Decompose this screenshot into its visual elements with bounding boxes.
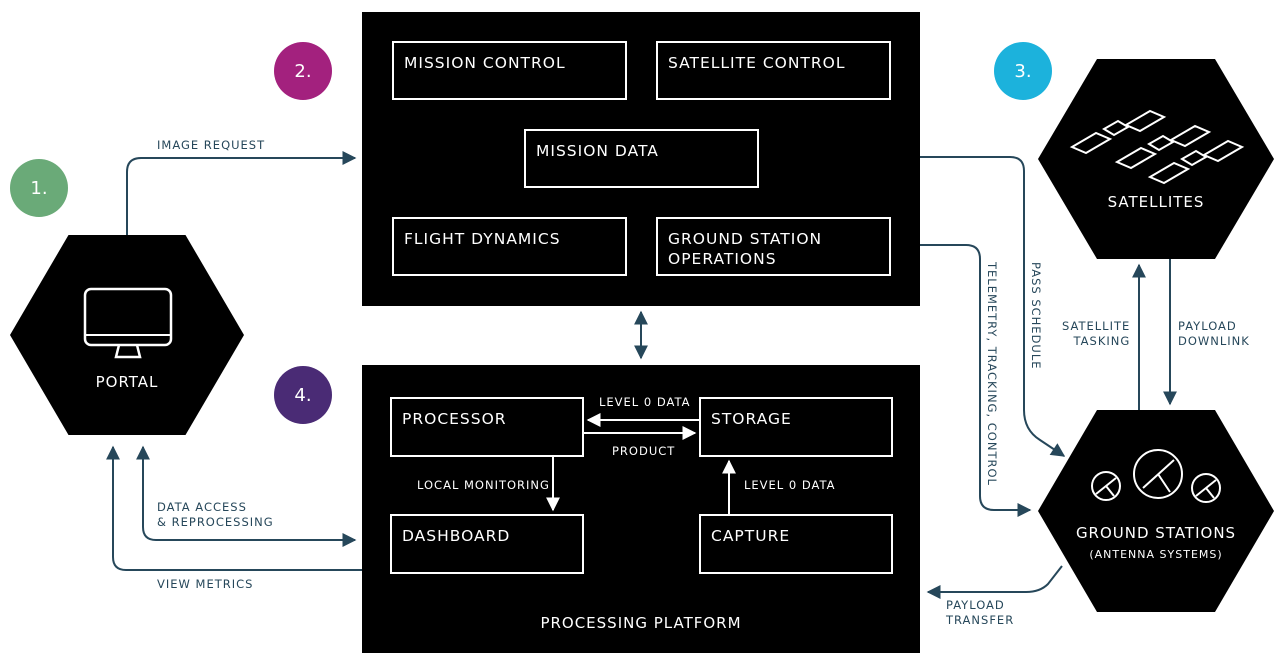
satellite-tasking-label: SATELLITE TASKING — [1062, 319, 1130, 349]
processor-box[interactable]: PROCESSOR — [390, 397, 584, 457]
image-request-label: IMAGE REQUEST — [157, 138, 266, 152]
pass-schedule-label: PASS SCHEDULE — [1029, 262, 1043, 370]
ground-stations-sublabel: (ANTENNA SYSTEMS) — [1089, 548, 1223, 561]
view-metrics-label: VIEW METRICS — [157, 577, 254, 591]
telemetry-label: TELEMETRY, TRACKING, CONTROL — [985, 262, 999, 486]
mission-data-box[interactable]: MISSION DATA — [524, 129, 759, 188]
product-label: PRODUCT — [612, 444, 676, 458]
step-2-badge: 2. — [274, 42, 332, 100]
mission-panel: MISSION CONTROL SATELLITE CONTROL MISSIO… — [362, 12, 920, 306]
satellites-node[interactable]: SATELLITES — [1038, 59, 1274, 259]
view-metrics-arrow — [106, 445, 362, 571]
processing-internal-arrows — [546, 413, 736, 514]
payload-transfer-line2: TRANSFER — [946, 613, 1015, 627]
step-4-badge: 4. — [274, 366, 332, 424]
ground-station-ops-line2: OPERATIONS — [668, 250, 777, 268]
telemetry-arrow — [896, 238, 1032, 517]
portal-label: PORTAL — [95, 373, 159, 391]
satellite-icon — [1069, 109, 1245, 185]
processing-platform-title: PROCESSING PLATFORM — [540, 614, 742, 632]
flight-dynamics-box[interactable]: FLIGHT DYNAMICS — [392, 217, 627, 276]
satellite-tasking-line1: SATELLITE — [1062, 319, 1131, 333]
portal-node[interactable]: PORTAL — [10, 235, 244, 435]
mission-control-box[interactable]: MISSION CONTROL — [392, 41, 627, 100]
payload-downlink-line1: PAYLOAD — [1178, 319, 1237, 333]
antenna-dish-icon — [1091, 449, 1221, 503]
satellites-label: SATELLITES — [1107, 193, 1205, 211]
payload-transfer-label: PAYLOAD TRANSFER — [946, 598, 1014, 628]
data-access-line2: & REPROCESSING — [157, 515, 274, 529]
ground-station-ops-line1: GROUND STATION — [668, 230, 823, 248]
data-access-line1: DATA ACCESS — [157, 500, 247, 514]
dashboard-box[interactable]: DASHBOARD — [390, 514, 584, 574]
payload-transfer-line1: PAYLOAD — [946, 598, 1005, 612]
payload-transfer-arrow — [926, 565, 1063, 599]
ground-station-operations-box[interactable]: GROUND STATION OPERATIONS — [656, 217, 891, 276]
monitor-icon — [83, 287, 173, 359]
processing-panel: PROCESSOR STORAGE DASHBOARD CAPTURE LEVE… — [362, 365, 920, 653]
step-1-badge: 1. — [10, 159, 68, 217]
data-access-arrow — [136, 445, 357, 547]
payload-downlink-label: PAYLOAD DOWNLINK — [1178, 319, 1250, 349]
data-access-label: DATA ACCESS & REPROCESSING — [157, 500, 274, 530]
satellite-control-box[interactable]: SATELLITE CONTROL — [656, 41, 891, 100]
step-3-badge: 3. — [994, 42, 1052, 100]
level0-right-label: LEVEL 0 DATA — [744, 478, 836, 492]
local-monitoring-label: LOCAL MONITORING — [417, 478, 550, 492]
ground-stations-node[interactable]: GROUND STATIONS (ANTENNA SYSTEMS) — [1038, 410, 1274, 612]
payload-downlink-line2: DOWNLINK — [1178, 334, 1250, 348]
ground-stations-label: GROUND STATIONS — [1075, 524, 1237, 542]
storage-box[interactable]: STORAGE — [699, 397, 893, 457]
level0-top-label: LEVEL 0 DATA — [599, 395, 691, 409]
capture-box[interactable]: CAPTURE — [699, 514, 893, 574]
satellite-tasking-line2: TASKING — [1073, 334, 1131, 348]
image-request-arrow — [126, 151, 357, 236]
